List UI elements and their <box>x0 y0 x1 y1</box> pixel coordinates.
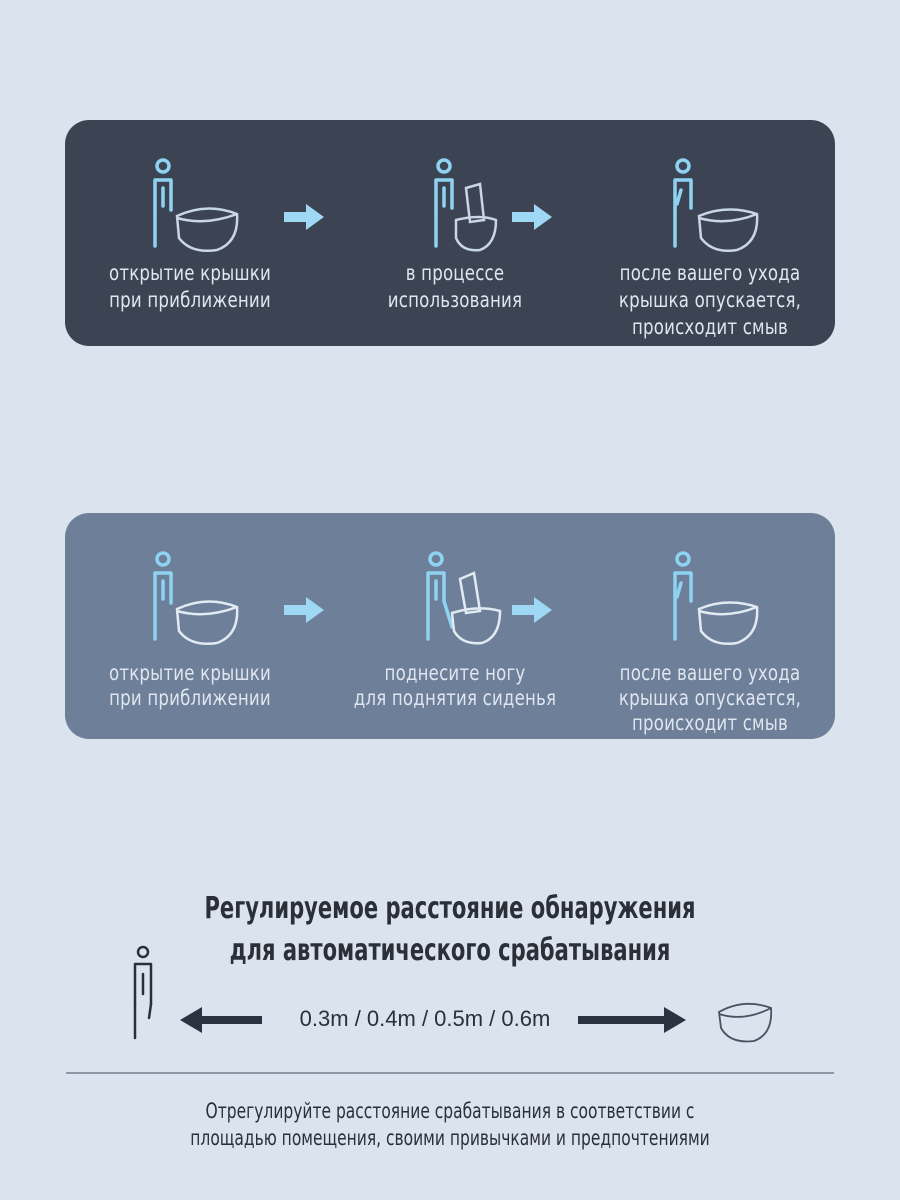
arrow-right-icon <box>512 204 552 230</box>
detection-note: Отрегулируйте расстояние срабатывания в … <box>190 1099 710 1150</box>
detection-title: Регулируемое расстояние обнаружения для … <box>204 891 696 968</box>
arrow-right-icon <box>284 204 324 230</box>
arrow-right-icon <box>578 1007 686 1033</box>
step-caption: после вашего ухода крышка опускается, пр… <box>618 261 802 339</box>
person-icon <box>133 945 153 1040</box>
arrow-right-icon <box>284 597 324 623</box>
step-foot-lift: поднесите ногу для поднятия сиденья <box>330 513 580 739</box>
person-leaving-toilet-icon <box>673 551 759 645</box>
step-approach: открытие крышки при приближении <box>65 513 315 739</box>
step-approach: открытие крышки при приближении <box>65 120 315 346</box>
step-leave: после вашего ухода крышка опускается, пр… <box>585 120 835 346</box>
distance-options: 0.3m / 0.4m / 0.5m / 0.6m <box>299 1006 551 1031</box>
step-caption: в процессе использования <box>387 261 523 312</box>
person-leaving-toilet-icon <box>673 158 759 252</box>
step-caption: открытие крышки при приближении <box>108 661 272 710</box>
step-caption: после вашего ухода крышка опускается, пр… <box>618 661 802 735</box>
toilet-icon <box>718 1002 773 1043</box>
divider <box>66 1072 834 1074</box>
person-approaching-toilet-icon <box>153 551 239 645</box>
step-leave: после вашего ухода крышка опускается, пр… <box>585 513 835 739</box>
person-on-toilet-lid-open-icon <box>434 158 498 252</box>
arrow-left-icon <box>180 1007 262 1033</box>
person-foot-seat-lift-icon <box>426 551 502 645</box>
step-caption: поднесите ногу для поднятия сиденья <box>353 661 557 710</box>
foot-steps-panel: открытие крышки при приближении поднесит… <box>65 513 835 739</box>
step-in-use: в процессе использования <box>330 120 580 346</box>
step-caption: открытие крышки при приближении <box>108 261 272 312</box>
arrow-right-icon <box>512 597 552 623</box>
person-approaching-toilet-icon <box>153 158 239 252</box>
sensor-steps-panel: открытие крышки при приближении в процес… <box>65 120 835 346</box>
